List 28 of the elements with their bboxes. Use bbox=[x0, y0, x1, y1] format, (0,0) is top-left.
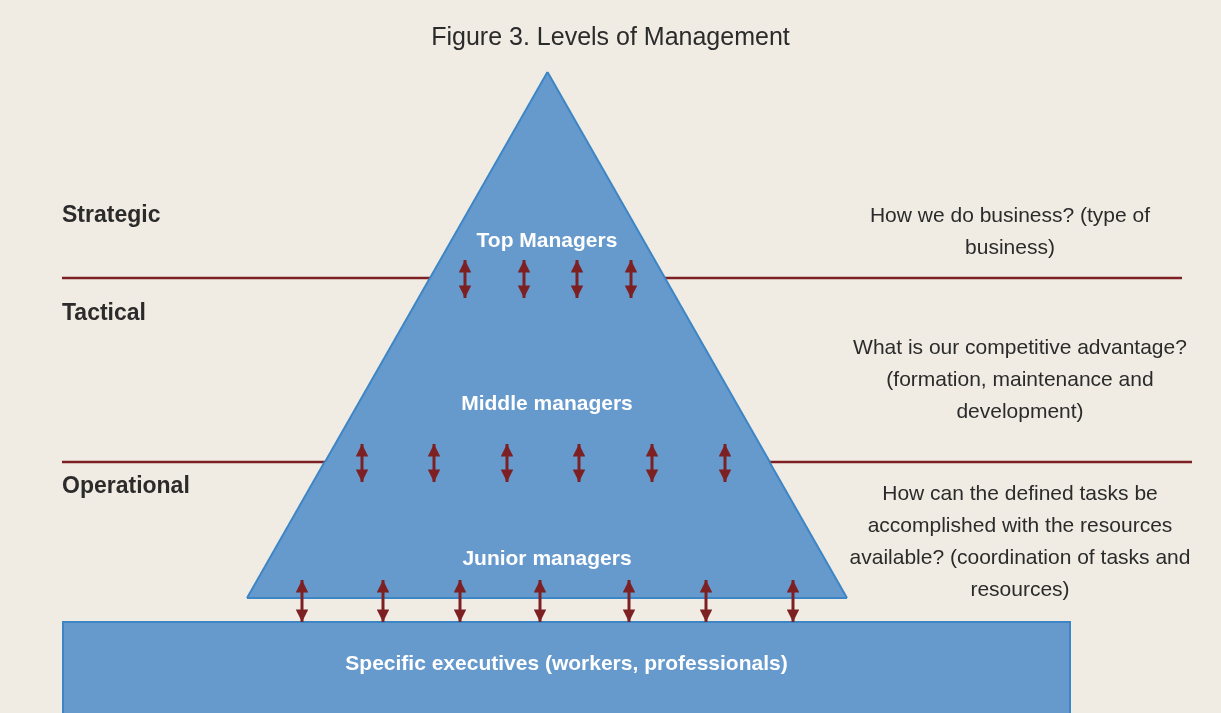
level-name: Junior managers bbox=[462, 546, 632, 569]
double-arrow bbox=[718, 444, 732, 482]
guiding-question: What is our competitive advantage? (formation, maintenance and development) bbox=[853, 335, 1187, 422]
level-name: Specific executives (workers, professionals) bbox=[345, 651, 788, 674]
double-arrow bbox=[458, 260, 472, 298]
guiding-question: How can the defined tasks be accomplished with the resources available? (coordination of tasks and resources) bbox=[849, 481, 1191, 600]
double-arrow bbox=[699, 580, 713, 622]
double-arrow bbox=[645, 444, 659, 482]
double-arrow bbox=[517, 260, 531, 298]
double-arrow bbox=[624, 260, 638, 298]
double-arrow bbox=[786, 580, 800, 622]
double-arrow bbox=[427, 444, 441, 482]
level-label: Operational bbox=[62, 472, 190, 498]
level-name: Top Managers bbox=[476, 228, 618, 251]
figure-title: Figure 3. Levels of Management bbox=[431, 22, 790, 50]
double-arrow bbox=[570, 260, 584, 298]
double-arrow bbox=[572, 444, 586, 482]
double-arrow bbox=[355, 444, 369, 482]
double-arrow bbox=[453, 580, 467, 622]
level-label: Tactical bbox=[62, 299, 146, 325]
double-arrow bbox=[295, 580, 309, 622]
double-arrow bbox=[622, 580, 636, 622]
guiding-question: How we do business? (type of business) bbox=[869, 203, 1151, 258]
level-name: Middle managers bbox=[461, 391, 633, 414]
double-arrow bbox=[533, 580, 547, 622]
double-arrow bbox=[500, 444, 514, 482]
double-arrow bbox=[376, 580, 390, 622]
level-label: Strategic bbox=[62, 201, 161, 227]
